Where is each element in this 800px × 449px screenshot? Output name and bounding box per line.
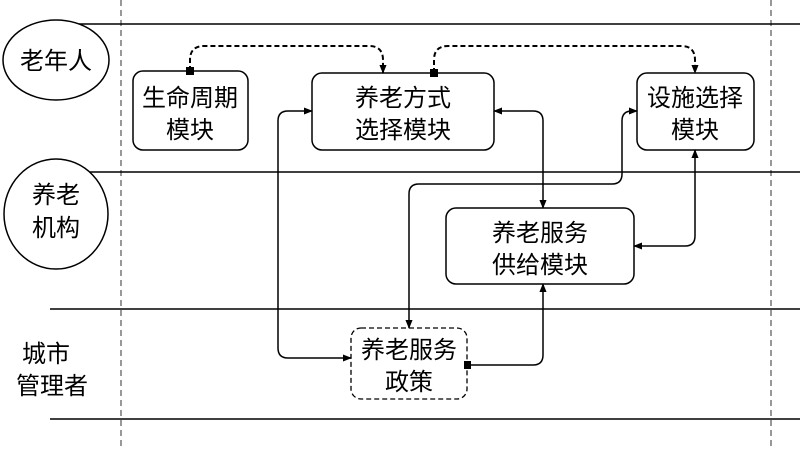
lane-city-label-line1: 城市 <box>22 340 70 368</box>
lane-institution-label-line2: 机构 <box>32 214 80 242</box>
connector-policy-to-service-supply <box>464 283 547 369</box>
connector-facility-service-supply <box>633 149 699 250</box>
module-life-cycle-line1: 生命周期 <box>142 84 238 112</box>
connector-care-mode-to-facility <box>430 45 699 77</box>
module-policy-line1: 养老服务 <box>361 336 457 364</box>
lane-elderly: 老年人 <box>2 19 110 101</box>
lane-institution-label-line1: 养老 <box>32 181 80 209</box>
connector-care-mode-policy <box>277 107 352 362</box>
lane-city: 城市 管理者 <box>16 340 88 400</box>
module-life-cycle: 生命周期 模块 <box>132 70 249 151</box>
module-service-supply: 养老服务 供给模块 <box>445 207 635 285</box>
module-care-mode-line1: 养老方式 <box>355 84 451 112</box>
lane-institution-ellipse <box>3 158 109 270</box>
module-service-supply-line2: 供给模块 <box>492 251 588 279</box>
module-care-mode-line2: 选择模块 <box>355 116 451 144</box>
module-policy-line2: 政策 <box>385 368 433 396</box>
lane-elderly-ellipse <box>2 19 110 101</box>
connector-policy-facility <box>405 107 638 329</box>
module-facility: 设施选择 模块 <box>636 72 755 151</box>
module-service-supply-line1: 养老服务 <box>492 219 588 247</box>
lane-elderly-label: 老年人 <box>20 47 92 75</box>
module-policy: 养老服务 政策 <box>350 327 468 400</box>
lane-city-label-line2: 管理者 <box>16 372 88 400</box>
module-facility-line1: 设施选择 <box>647 84 743 112</box>
module-care-mode: 养老方式 选择模块 <box>311 72 495 151</box>
connector-life-cycle-to-care-mode <box>186 45 387 75</box>
module-facility-line2: 模块 <box>671 116 719 144</box>
module-life-cycle-line2: 模块 <box>166 116 214 144</box>
lane-institution: 养老 机构 <box>3 158 109 270</box>
connector-care-mode-service-supply <box>493 107 547 209</box>
